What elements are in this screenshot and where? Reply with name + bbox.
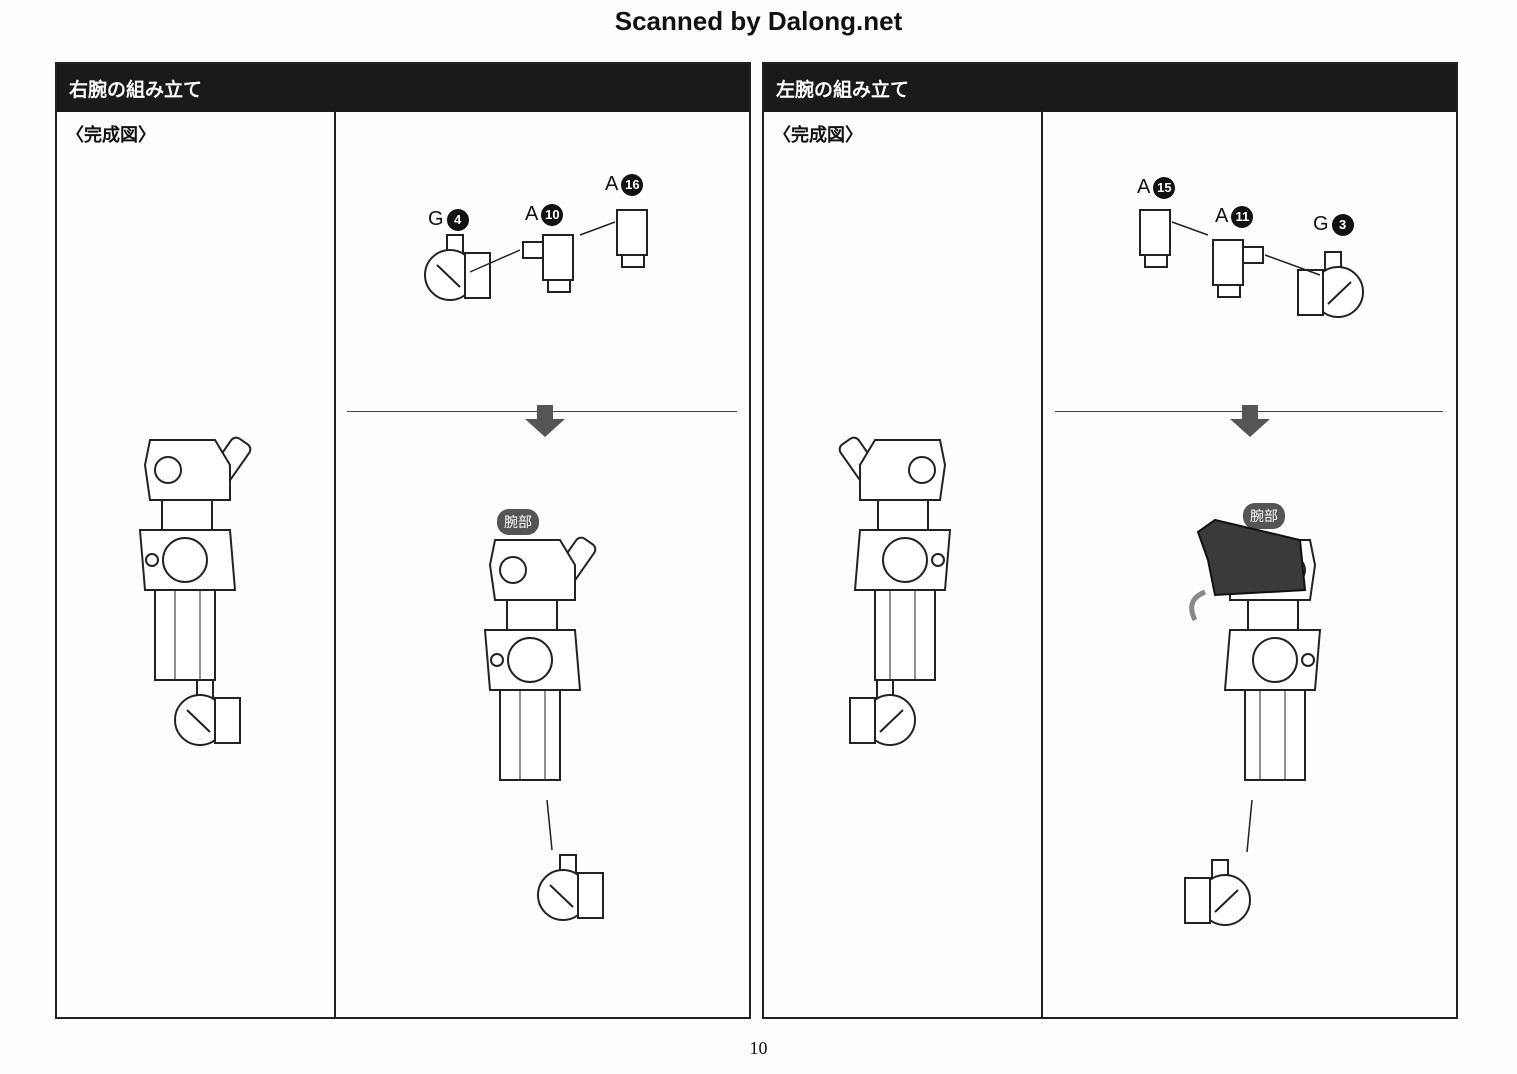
part-letter: A <box>605 173 619 195</box>
assembly-arrow <box>579 221 616 236</box>
part-number: 10 <box>541 203 564 226</box>
part-number: 3 <box>1331 213 1354 236</box>
arm-assembly-badge: 腕部 <box>497 509 539 535</box>
down-arrow-icon <box>525 405 565 437</box>
arm-assembly-badge: 腕部 <box>1243 503 1285 529</box>
part-number: 15 <box>1153 176 1176 199</box>
right-arm-assembly-illustration <box>484 534 599 781</box>
part-letter: A <box>1215 205 1229 227</box>
rotate-arrow-icon <box>1189 589 1207 622</box>
part-letter: A <box>525 203 539 225</box>
part-a16-illustration <box>616 209 648 268</box>
assembly-arrow <box>469 249 521 273</box>
section-title: 左腕の組み立て <box>764 64 1456 112</box>
hand-part-illustration <box>1184 859 1251 926</box>
column-divider <box>334 110 336 1018</box>
completed-right-arm-illustration <box>139 434 254 746</box>
completed-left-arm-illustration <box>836 434 951 746</box>
section-title: 右腕の組み立て <box>57 64 749 112</box>
completed-view-label: 〈完成図〉 <box>773 125 863 146</box>
assembly-arrow <box>1246 799 1253 853</box>
part-letter: G <box>1313 213 1329 235</box>
column-divider <box>1041 110 1043 1018</box>
part-number: 4 <box>446 208 469 231</box>
page-number: 10 <box>749 1038 768 1058</box>
highlighted-shoulder-part <box>1196 518 1307 597</box>
assembly-arrow <box>546 799 553 851</box>
part-number: 11 <box>1231 205 1254 228</box>
part-a11-illustration <box>1212 239 1264 298</box>
hand-part-illustration <box>537 854 604 921</box>
right-arm-assembly-panel: 右腕の組み立て <box>55 62 751 1019</box>
part-a15-illustration <box>1139 209 1171 268</box>
assembly-arrow <box>1171 221 1209 236</box>
part-a10-illustration <box>522 234 574 293</box>
assembly-arrow <box>1264 254 1321 276</box>
down-arrow-icon <box>1230 405 1270 437</box>
part-letter: G <box>428 208 444 230</box>
part-number: 16 <box>621 173 644 196</box>
part-g3-illustration <box>1297 251 1364 318</box>
completed-view-label: 〈完成図〉 <box>66 125 156 146</box>
scan-credit: Scanned by Dalong.net <box>614 6 903 36</box>
left-arm-assembly-panel: 左腕の組み立て <box>762 62 1458 1019</box>
part-letter: A <box>1137 176 1151 198</box>
